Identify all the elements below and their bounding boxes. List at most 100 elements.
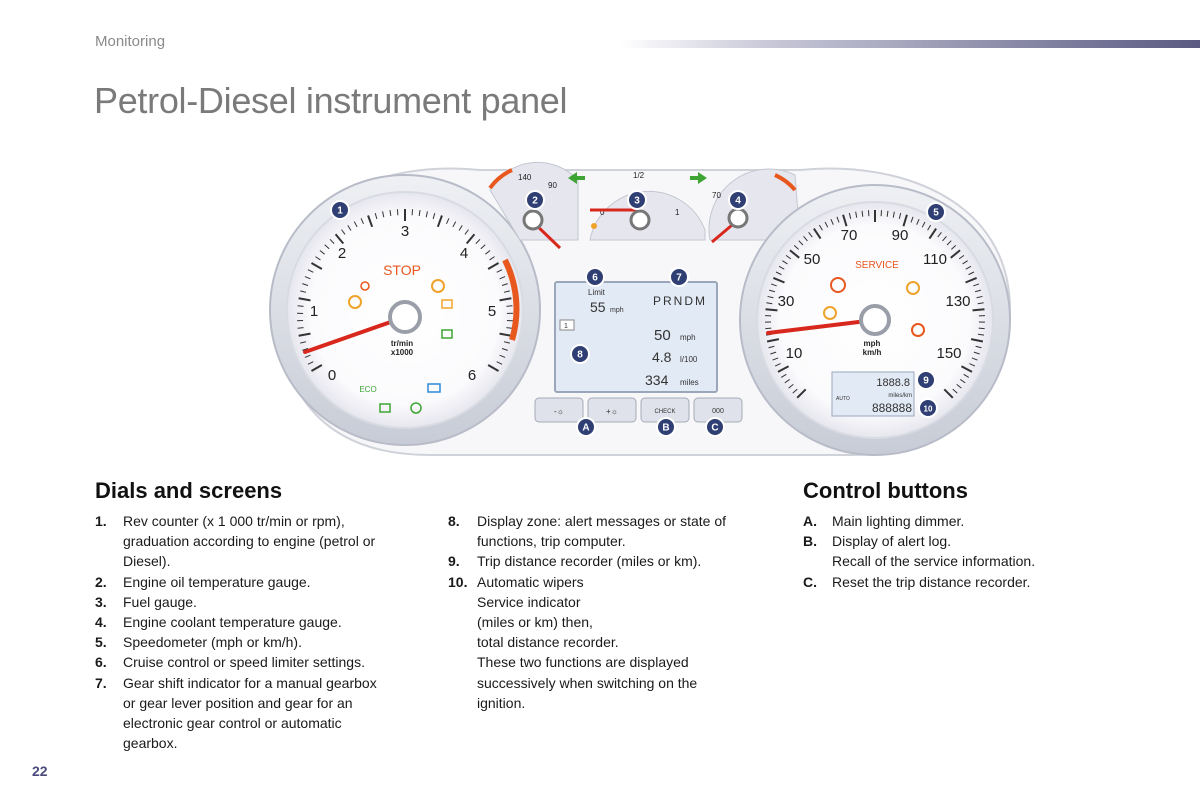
dial-tick	[767, 295, 774, 299]
list-item-text: Reset the trip distance recorder.	[832, 573, 1031, 590]
svg-text:0: 0	[600, 208, 605, 217]
list-item-number: B.	[803, 533, 817, 550]
dial-tick	[956, 383, 962, 389]
odometer-display	[831, 371, 915, 417]
callout-5: 5	[926, 202, 946, 222]
svg-text:90: 90	[892, 227, 909, 244]
limit-label: Limit	[588, 288, 606, 297]
dial-tick	[969, 363, 976, 367]
svg-text:A: A	[582, 423, 589, 434]
svg-text:6: 6	[592, 273, 598, 284]
dial-tick	[960, 365, 973, 373]
esp-warning-icon	[906, 281, 920, 295]
cruise-warning-icon	[823, 306, 837, 320]
dial-tick	[960, 379, 966, 384]
dial-tick	[458, 225, 463, 231]
dial-tick	[307, 269, 314, 273]
list-item-text: Engine coolant temperature gauge.	[123, 614, 342, 631]
dial-tick	[506, 305, 513, 307]
range-unit: miles	[680, 378, 699, 387]
svg-text:mph: mph	[864, 339, 881, 348]
dials-list-col1: 1.Rev counter (x 1 000 tr/min or rpm),gr…	[95, 511, 435, 753]
svg-text:888888: 888888	[872, 401, 912, 415]
callout-7: 7	[669, 267, 689, 287]
svg-text:+☼: +☼	[606, 407, 618, 416]
svg-text:AUTO: AUTO	[836, 396, 850, 402]
dial-tick	[465, 233, 476, 245]
dial-tick	[842, 214, 848, 227]
callout-c: C	[705, 417, 725, 437]
dial-tick	[789, 249, 800, 259]
dial-tick	[297, 305, 304, 307]
rev-needle	[303, 315, 407, 354]
dial-tick	[487, 364, 500, 372]
dial-tick	[341, 229, 346, 235]
list-item-text: Automatic wipers	[477, 573, 584, 590]
rev-tick-6: 6	[468, 367, 476, 384]
dial-tick	[436, 215, 443, 228]
dial-tick	[475, 238, 481, 244]
callout-10: 10	[918, 398, 938, 418]
dial-tick	[788, 383, 794, 389]
list-item: 5.Speedometer (mph or km/h).	[95, 632, 435, 652]
dial-tick	[965, 265, 972, 270]
dial-tick	[793, 244, 799, 250]
dial-tick	[973, 351, 980, 355]
svg-text:1: 1	[675, 208, 680, 217]
dial-tick	[770, 351, 777, 355]
dial-tick	[784, 379, 790, 384]
dial-tick	[970, 338, 984, 343]
dial-tick	[501, 283, 508, 286]
svg-text:000: 000	[712, 408, 724, 415]
list-item-text: (miles or km) then,	[477, 614, 593, 631]
stop-warning: STOP	[383, 262, 421, 278]
dial-tick	[768, 289, 776, 293]
dial-tick	[971, 357, 978, 361]
callout-1: 1	[330, 200, 350, 220]
list-item-number: 4.	[95, 614, 107, 631]
dial-tick	[324, 244, 330, 250]
dial-tick	[347, 225, 352, 231]
speed-value: 50	[654, 327, 671, 344]
list-item-text: Display zone: alert messages or state of	[477, 513, 727, 529]
dial-tick	[768, 345, 775, 349]
dial-tick	[772, 357, 779, 361]
callout-4: 4	[728, 190, 748, 210]
dial-tick	[808, 231, 813, 238]
svg-text:1/2: 1/2	[633, 171, 645, 180]
dial-tick	[975, 345, 982, 349]
list-item-number: 7.	[95, 674, 107, 691]
dial-tick	[353, 221, 358, 228]
dial-tick	[778, 265, 785, 270]
list-item-number: 5.	[95, 634, 107, 651]
dial-tick	[974, 289, 982, 293]
list-item-number: 10.	[448, 573, 468, 590]
dial-tick	[952, 388, 958, 394]
dial-tick	[792, 388, 798, 394]
dial-tick	[503, 290, 510, 293]
oil-warning-icon	[360, 281, 370, 291]
list-item: C. Reset the trip distance recorder.	[803, 572, 1143, 592]
dial-tick	[298, 297, 311, 302]
dial-tick	[886, 210, 889, 217]
dial-tick	[976, 295, 983, 299]
list-item-number: C.	[803, 573, 817, 590]
list-item-text: Recall of the service information.	[832, 553, 1036, 570]
dial-tick	[855, 211, 858, 218]
arrow-right-icon	[690, 172, 707, 184]
svg-text:CHECK: CHECK	[654, 409, 675, 415]
svg-text:8: 8	[577, 350, 583, 361]
list-item-text: gearbox.	[123, 735, 178, 752]
header-bar	[620, 40, 1200, 48]
rev-unit-line2: x1000	[391, 348, 414, 357]
list-item-text: graduation according to engine (petrol o…	[123, 533, 376, 550]
dial-tick	[300, 341, 307, 344]
svg-text:2: 2	[532, 196, 538, 207]
dial-tick	[334, 233, 345, 245]
dial-tick	[297, 327, 304, 329]
list-item-text: Display of alert log.	[832, 533, 952, 550]
callout-2: 2	[525, 190, 545, 210]
svg-text:miles/km: miles/km	[888, 393, 912, 399]
dial-tick	[951, 244, 957, 250]
